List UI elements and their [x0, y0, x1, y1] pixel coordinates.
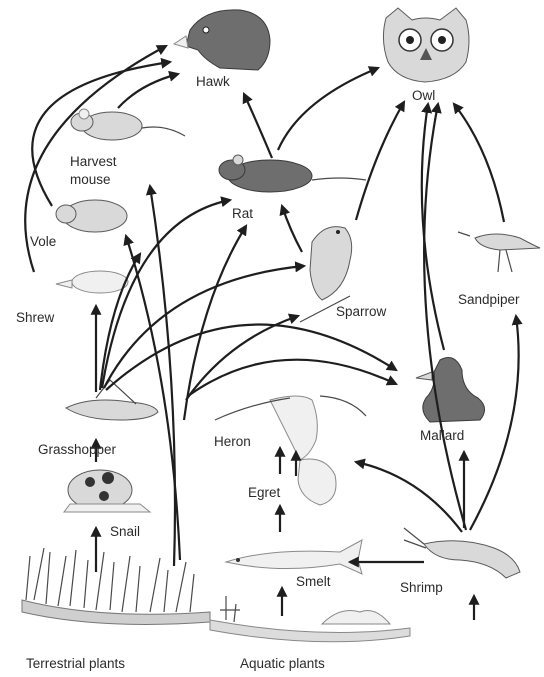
label-harvest-mouse-2: mouse — [70, 172, 111, 187]
arrow-shrimp-to-sandpiper — [470, 316, 519, 530]
label-mallard: Mallard — [420, 428, 464, 443]
hawk-icon — [174, 10, 270, 70]
heron-icon — [215, 396, 366, 460]
arrow-grasshopper-to-mallard — [106, 325, 396, 390]
arrow-terrestrial-to-harvest-mouse — [150, 186, 175, 566]
label-owl: Owl — [412, 88, 435, 103]
arrow-terrestrial-to-mallard — [188, 360, 396, 396]
label-snail: Snail — [110, 524, 140, 539]
label-shrimp: Shrimp — [400, 580, 443, 595]
arrow-rat-to-owl — [278, 68, 378, 150]
arrow-sparrow-to-owl — [356, 102, 404, 220]
label-sandpiper: Sandpiper — [458, 292, 520, 307]
label-heron: Heron — [214, 434, 251, 449]
shrew-icon — [56, 271, 128, 293]
aquatic-plants-icon — [210, 596, 410, 642]
snail-icon — [64, 470, 150, 512]
sandpiper-icon — [458, 232, 540, 272]
arrow-sparrow-to-rat — [282, 206, 302, 252]
label-shrew: Shrew — [16, 310, 55, 325]
arrow-harvest-mouse-to-hawk — [118, 74, 178, 108]
arrow-sandpiper-to-owl — [454, 104, 504, 222]
egret-icon — [298, 459, 336, 505]
arrow-shrimp-to-owl — [424, 104, 466, 530]
smelt-icon — [226, 540, 362, 574]
arrow-grasshopper-to-sparrow — [104, 266, 304, 388]
label-sparrow: Sparrow — [336, 304, 387, 319]
mallard-icon — [416, 358, 485, 422]
label-grasshopper: Grasshopper — [38, 442, 117, 457]
owl-icon — [383, 8, 469, 82]
label-terrestrial-plants: Terrestrial plants — [26, 656, 125, 671]
label-harvest-mouse-1: Harvest — [70, 154, 117, 169]
label-vole: Vole — [30, 234, 56, 249]
label-hawk: Hawk — [196, 74, 230, 89]
label-smelt: Smelt — [296, 574, 331, 589]
terrestrial-plants-icon — [22, 548, 210, 624]
arrow-shrimp-to-egret — [356, 462, 462, 532]
arrow-rat-to-hawk — [244, 94, 272, 158]
label-rat: Rat — [232, 206, 253, 221]
vole-icon — [56, 200, 127, 232]
shrimp-icon — [404, 528, 520, 578]
label-egret: Egret — [248, 485, 281, 500]
harvest-mouse-icon — [71, 109, 185, 140]
label-aquatic-plants: Aquatic plants — [240, 656, 325, 671]
rat-icon — [219, 155, 366, 192]
